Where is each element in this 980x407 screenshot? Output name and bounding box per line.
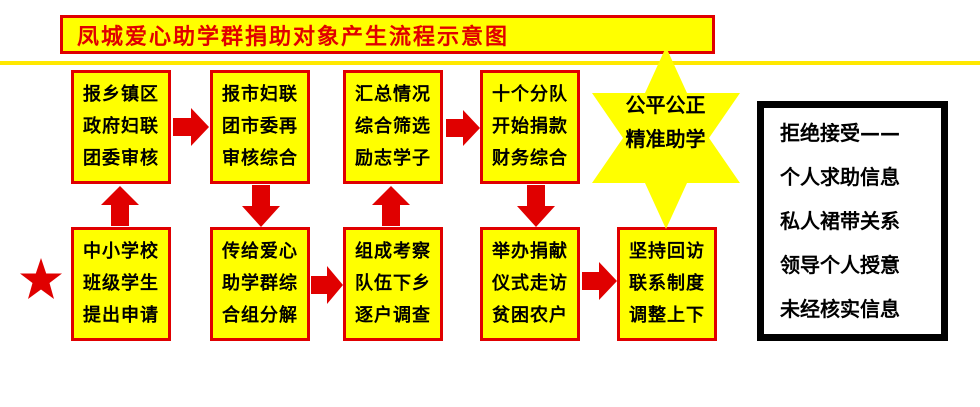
step-township-review-box: 报乡镇区 政府妇联 团委审核 [71,70,171,184]
box-line: 报乡镇区 [83,84,159,105]
step-ceremony-visit-box: 举办捐献 仪式走访 贫困农户 [480,227,580,341]
box-line: 调整上下 [629,305,705,326]
diagram-title: 凤城爱心助学群捐助对象产生流程示意图 [77,24,510,50]
box-line: 提出申请 [83,305,159,326]
box-line: 逐户调查 [355,305,431,326]
arrow-right-icon [173,108,209,146]
step-donation-box: 十个分队 开始捐款 财务综合 [480,70,580,184]
box-line: 励志学子 [355,148,431,169]
box-line: 审核综合 [222,148,298,169]
box-line: 中小学校 [83,241,159,262]
box-line: 综合筛选 [355,116,431,137]
title-banner: 凤城爱心助学群捐助对象产生流程示意图 [60,15,715,54]
box-line: 传给爱心 [222,241,298,262]
reject-line: 私人裙带关系 [780,209,900,233]
star-badge-line: 公平公正 [625,93,706,117]
divider-line [0,61,980,65]
box-line: 团市委再 [222,116,298,137]
arrow-right-icon [311,266,343,304]
step-field-survey-box: 组成考察 队伍下乡 逐户调查 [343,227,443,341]
box-line: 合组分解 [222,305,298,326]
star-badge-text: 公平公正 精准助学 [598,88,733,156]
box-line: 组成考察 [355,241,431,262]
reject-line: 拒绝接受—— [780,121,900,145]
arrow-up-icon [372,186,410,226]
arrow-right-icon [446,110,480,146]
box-line: 汇总情况 [355,84,431,105]
arrow-right-icon [582,262,617,300]
box-line: 团委审核 [83,148,159,169]
arrow-down-icon [517,185,555,227]
box-line: 贫困农户 [492,305,568,326]
reject-line: 个人求助信息 [780,165,900,189]
reject-notice-box: 拒绝接受—— 个人求助信息 私人裙带关系 领导个人授意 未经核实信息 [757,101,948,341]
step-city-review-box: 报市妇联 团市委再 审核综合 [210,70,310,184]
box-line: 开始捐款 [492,116,568,137]
box-line: 报市妇联 [222,84,298,105]
box-line: 举办捐献 [492,241,568,262]
box-line: 联系制度 [629,273,705,294]
red-star-icon [20,258,62,299]
reject-line: 未经核实信息 [780,297,900,321]
box-line: 队伍下乡 [355,273,431,294]
box-line: 仪式走访 [492,273,568,294]
step-school-application-box: 中小学校 班级学生 提出申请 [71,227,171,341]
arrow-down-icon [242,185,280,227]
box-line: 班级学生 [83,273,159,294]
arrow-up-icon [101,186,139,226]
step-follow-up-box: 坚持回访 联系制度 调整上下 [617,227,717,341]
step-summary-screen-box: 汇总情况 综合筛选 励志学子 [343,70,443,184]
hexagram-badge-icon [592,47,740,229]
step-group-assign-box: 传给爱心 助学群综 合组分解 [210,227,310,341]
box-line: 十个分队 [492,84,568,105]
box-line: 财务综合 [492,148,568,169]
star-badge-line: 精准助学 [625,127,706,151]
box-line: 政府妇联 [83,116,159,137]
box-line: 坚持回访 [629,241,705,262]
reject-line: 领导个人授意 [780,253,900,277]
box-line: 助学群综 [222,273,298,294]
